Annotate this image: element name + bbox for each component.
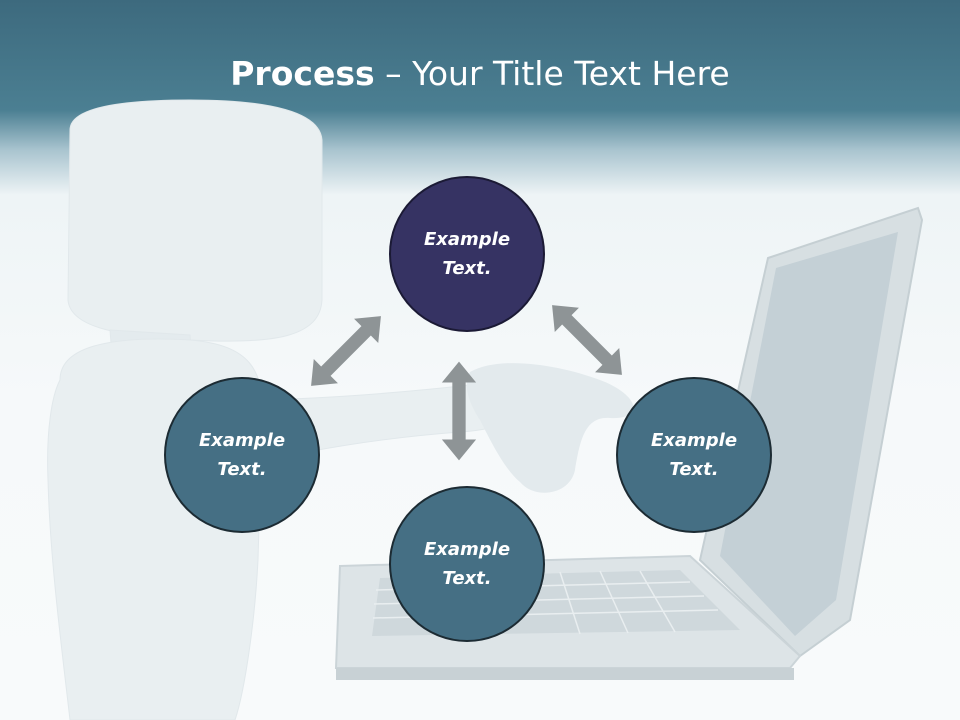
double-arrow-icon — [298, 303, 394, 399]
process-step-circle-top[interactable]: Example Text. — [389, 176, 545, 332]
circle-right-text: Example Text. — [650, 430, 738, 480]
circle-left-text: Example Text. — [198, 430, 286, 480]
handshake-illustration — [466, 363, 634, 493]
title-rest: – Your Title Text Here — [374, 54, 730, 93]
title-bold: Process — [230, 54, 375, 93]
double-arrow-icon — [441, 361, 477, 461]
process-step-circle-bottom[interactable]: Example Text. — [389, 486, 545, 642]
circle-bottom-text: Example Text. — [423, 539, 511, 589]
double-arrow-icon — [539, 292, 635, 388]
circle-top-text: Example Text. — [423, 229, 511, 279]
slide-title: Process – Your Title Text Here — [0, 52, 960, 96]
process-step-circle-left[interactable]: Example Text. — [164, 377, 320, 533]
process-step-circle-right[interactable]: Example Text. — [616, 377, 772, 533]
